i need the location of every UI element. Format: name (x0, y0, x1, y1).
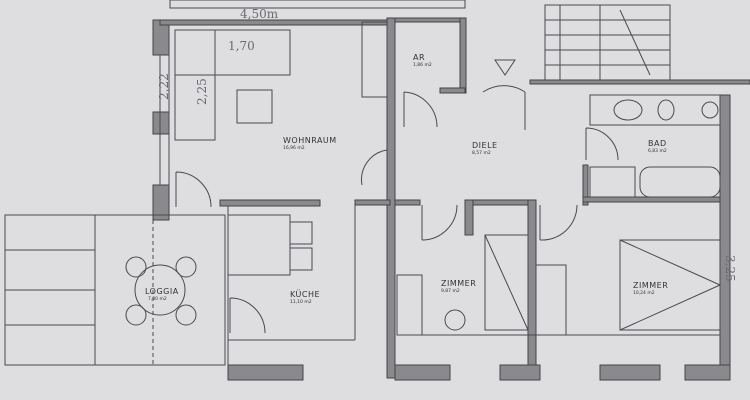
room-label-wohnraum: WOHNRAUM 16,96 m2 (283, 136, 337, 151)
walls (152, 17, 750, 381)
handwritten-width-top: 4,50m (240, 7, 279, 21)
room-area: 1,86 m2 (413, 62, 432, 68)
room-label-zimmer-1: ZIMMER 9,87 m2 (441, 279, 476, 294)
furniture (174, 21, 721, 336)
handwritten-left-wall: 2,22 (157, 73, 171, 100)
room-area: 16,96 m2 (283, 145, 305, 151)
room-name: ZIMMER (441, 279, 476, 288)
room-area: 8,57 m2 (472, 150, 491, 156)
room-area: 6,83 m2 (648, 148, 667, 154)
room-name: DIELE (472, 141, 498, 150)
room-label-bad: BAD 6,83 m2 (648, 139, 667, 154)
doors (175, 59, 619, 334)
room-name: AR (413, 53, 425, 62)
room-label-loggia: LOGGIA 7,80 m2 (145, 287, 179, 302)
room-label-ar: AR 1,86 m2 (413, 53, 432, 68)
room-name: BAD (648, 139, 667, 148)
room-area: 9,87 m2 (441, 288, 460, 294)
handwritten-sofa-length: 1,70 (228, 39, 255, 53)
room-name: KÜCHE (290, 289, 320, 299)
room-label-zimmer-2: ZIMMER 10,24 m2 (633, 281, 668, 296)
handwritten-sofa-depth: 2,25 (195, 78, 209, 105)
room-name: ZIMMER (633, 281, 668, 290)
room-area: 7,80 m2 (148, 296, 167, 302)
room-name: WOHNRAUM (283, 136, 337, 145)
room-label-kueche: KÜCHE 11,10 m2 (290, 289, 320, 305)
loggia-area (4, 214, 226, 366)
room-area: 10,24 m2 (633, 290, 655, 296)
room-label-diele: DIELE 8,57 m2 (472, 141, 498, 156)
handwritten-right-wall: 3,25 (723, 255, 737, 282)
room-area: 11,10 m2 (290, 299, 312, 305)
room-name: LOGGIA (145, 287, 179, 296)
